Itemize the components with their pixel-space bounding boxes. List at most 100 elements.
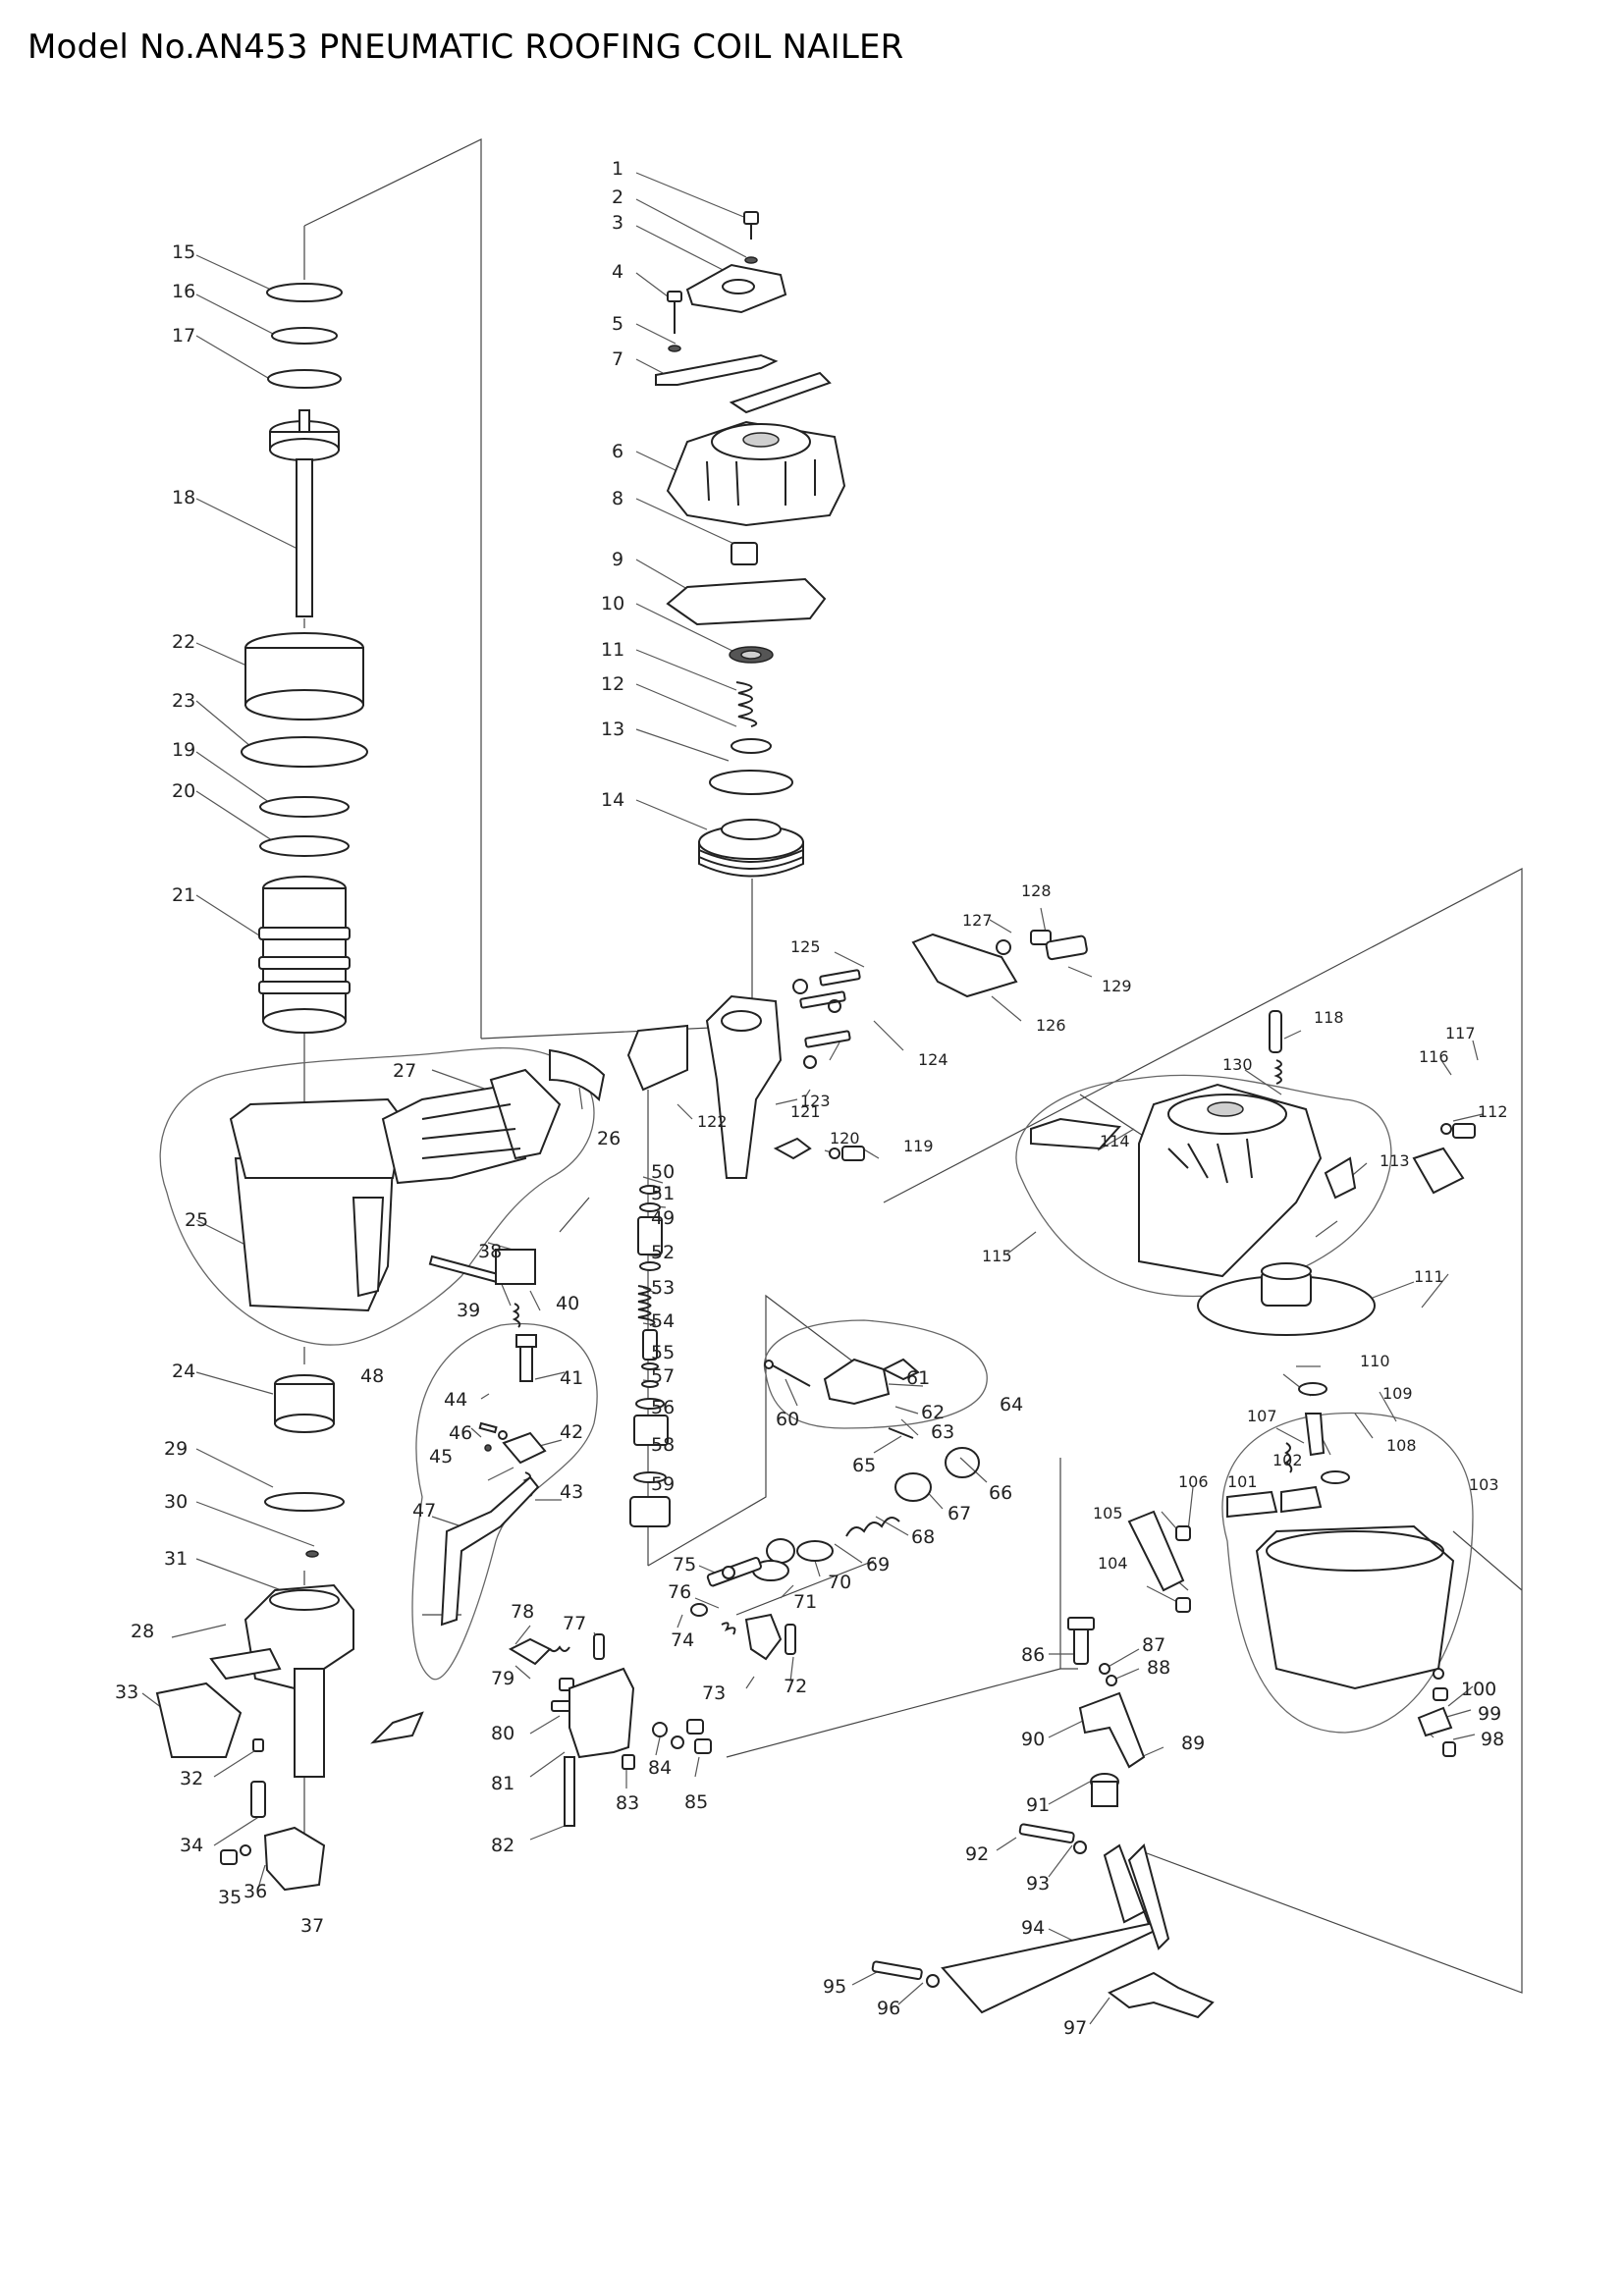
valve-parts <box>629 1185 671 1527</box>
part-label: 119 <box>903 1137 934 1155</box>
part-label: 50 <box>651 1161 675 1183</box>
part-label: 125 <box>790 937 821 956</box>
part-label: 69 <box>866 1554 890 1575</box>
part-label: 71 <box>793 1591 817 1613</box>
part-label: 120 <box>830 1129 860 1148</box>
part-label: 55 <box>651 1342 675 1363</box>
part-label: 78 <box>511 1601 534 1623</box>
body-housing <box>229 1048 606 1312</box>
part-label: 40 <box>556 1293 579 1314</box>
part-label: 75 <box>673 1554 696 1575</box>
part-number-labels: 1 2 3 4 5 6 7 8 9 10 11 12 13 14 15 16 1… <box>115 158 1508 2039</box>
part-label: 85 <box>684 1791 708 1813</box>
leader-lines <box>141 172 1484 2025</box>
part-label: 116 <box>1419 1047 1449 1066</box>
part-label: 18 <box>172 487 195 508</box>
part-label: 48 <box>360 1365 384 1387</box>
part-label: 111 <box>1414 1267 1444 1286</box>
cap-assembly <box>655 211 846 878</box>
part-label: 95 <box>823 1976 846 1998</box>
part-label: 1 <box>612 158 623 180</box>
part-label: 126 <box>1036 1016 1066 1035</box>
part-label: 97 <box>1063 2017 1087 2039</box>
part-label: 102 <box>1272 1451 1303 1469</box>
part-label: 110 <box>1360 1352 1390 1370</box>
part-label: 124 <box>918 1050 948 1069</box>
part-label: 87 <box>1142 1634 1165 1656</box>
part-label: 46 <box>449 1422 472 1444</box>
part-label: 101 <box>1227 1472 1258 1491</box>
part-label: 39 <box>457 1300 480 1321</box>
part-label: 98 <box>1481 1729 1504 1750</box>
part-label: 17 <box>172 325 195 347</box>
part-label: 99 <box>1478 1703 1501 1725</box>
part-label: 130 <box>1222 1055 1253 1074</box>
part-label: 114 <box>1100 1132 1130 1150</box>
subassembly-outlines <box>159 1046 1474 1734</box>
part-label: 72 <box>784 1676 807 1697</box>
part-label: 100 <box>1461 1679 1496 1700</box>
part-label: 123 <box>800 1092 831 1110</box>
part-label: 51 <box>651 1183 675 1204</box>
part-label: 8 <box>612 488 623 509</box>
part-label: 33 <box>115 1682 138 1703</box>
part-label: 47 <box>412 1500 436 1522</box>
part-label: 34 <box>180 1835 203 1856</box>
part-label: 58 <box>651 1434 675 1456</box>
part-label: 19 <box>172 739 195 761</box>
part-label: 90 <box>1021 1729 1045 1750</box>
part-label: 93 <box>1026 1873 1050 1895</box>
part-label: 103 <box>1469 1475 1499 1494</box>
part-label: 36 <box>244 1881 267 1902</box>
part-label: 76 <box>668 1581 691 1603</box>
part-label: 91 <box>1026 1794 1050 1816</box>
part-label: 49 <box>651 1207 675 1229</box>
part-label: 11 <box>601 639 624 661</box>
part-label: 13 <box>601 719 624 740</box>
part-label: 31 <box>164 1548 188 1570</box>
part-label: 45 <box>429 1446 453 1468</box>
part-label: 21 <box>172 884 195 906</box>
part-label: 28 <box>131 1621 154 1642</box>
trigger-parts <box>428 1249 712 1827</box>
feed-mechanism-parts <box>690 1358 980 1661</box>
part-label: 107 <box>1247 1407 1277 1425</box>
part-label: 122 <box>697 1112 728 1131</box>
part-label: 53 <box>651 1277 675 1299</box>
piston-cylinder-parts <box>241 283 368 1433</box>
part-label: 118 <box>1314 1008 1344 1027</box>
part-label: 113 <box>1380 1151 1410 1170</box>
part-label: 26 <box>597 1128 621 1149</box>
part-label: 27 <box>393 1060 416 1082</box>
part-label: 64 <box>1000 1394 1023 1415</box>
part-label: 24 <box>172 1361 195 1382</box>
part-label: 56 <box>651 1397 675 1418</box>
part-label: 80 <box>491 1723 514 1744</box>
part-label: 74 <box>671 1629 694 1651</box>
part-label: 112 <box>1478 1102 1508 1121</box>
part-label: 41 <box>560 1367 583 1389</box>
part-label: 92 <box>965 1843 989 1865</box>
part-label: 63 <box>931 1421 954 1443</box>
part-label: 70 <box>828 1572 851 1593</box>
part-label: 43 <box>560 1481 583 1503</box>
exhaust-parts <box>626 930 1088 1179</box>
part-label: 12 <box>601 673 624 695</box>
part-label: 6 <box>612 441 623 462</box>
part-label: 88 <box>1147 1657 1170 1679</box>
part-label: 7 <box>612 348 623 370</box>
part-label: 2 <box>612 187 623 208</box>
part-label: 81 <box>491 1773 514 1794</box>
part-label: 32 <box>180 1768 203 1789</box>
part-label: 14 <box>601 789 624 811</box>
part-label: 84 <box>648 1757 672 1779</box>
part-label: 59 <box>651 1473 675 1495</box>
part-label: 127 <box>962 911 993 930</box>
part-label: 23 <box>172 690 195 712</box>
nose-assembly <box>155 1492 424 1892</box>
part-label: 67 <box>947 1503 971 1524</box>
part-label: 77 <box>563 1613 586 1634</box>
part-label: 5 <box>612 313 623 335</box>
part-label: 57 <box>651 1365 675 1387</box>
magazine-parts <box>1030 1010 1476 1757</box>
